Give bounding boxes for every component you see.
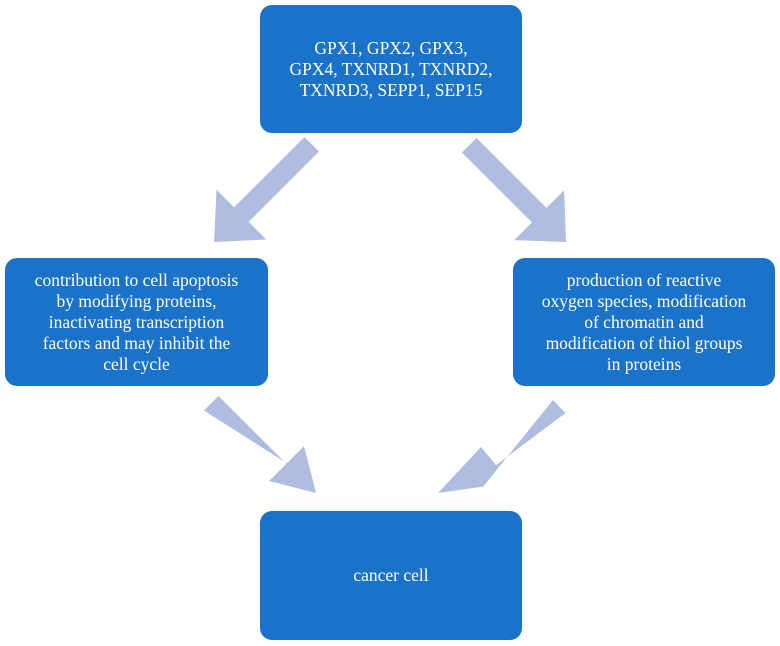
arrow-left-to-bottom xyxy=(204,396,316,493)
node-cancer-cell: cancer cell xyxy=(260,511,522,640)
node-cell-apoptosis: contribution to cell apoptosis by modify… xyxy=(5,258,268,386)
arrow-right-to-bottom xyxy=(438,400,566,493)
node-reactive-oxygen-species: production of reactive oxygen species, m… xyxy=(513,258,775,386)
arrow-top-to-left xyxy=(214,137,319,242)
node-selenoproteins: GPX1, GPX2, GPX3, GPX4, TXNRD1, TXNRD2, … xyxy=(260,5,522,133)
arrow-top-to-right xyxy=(462,138,566,242)
